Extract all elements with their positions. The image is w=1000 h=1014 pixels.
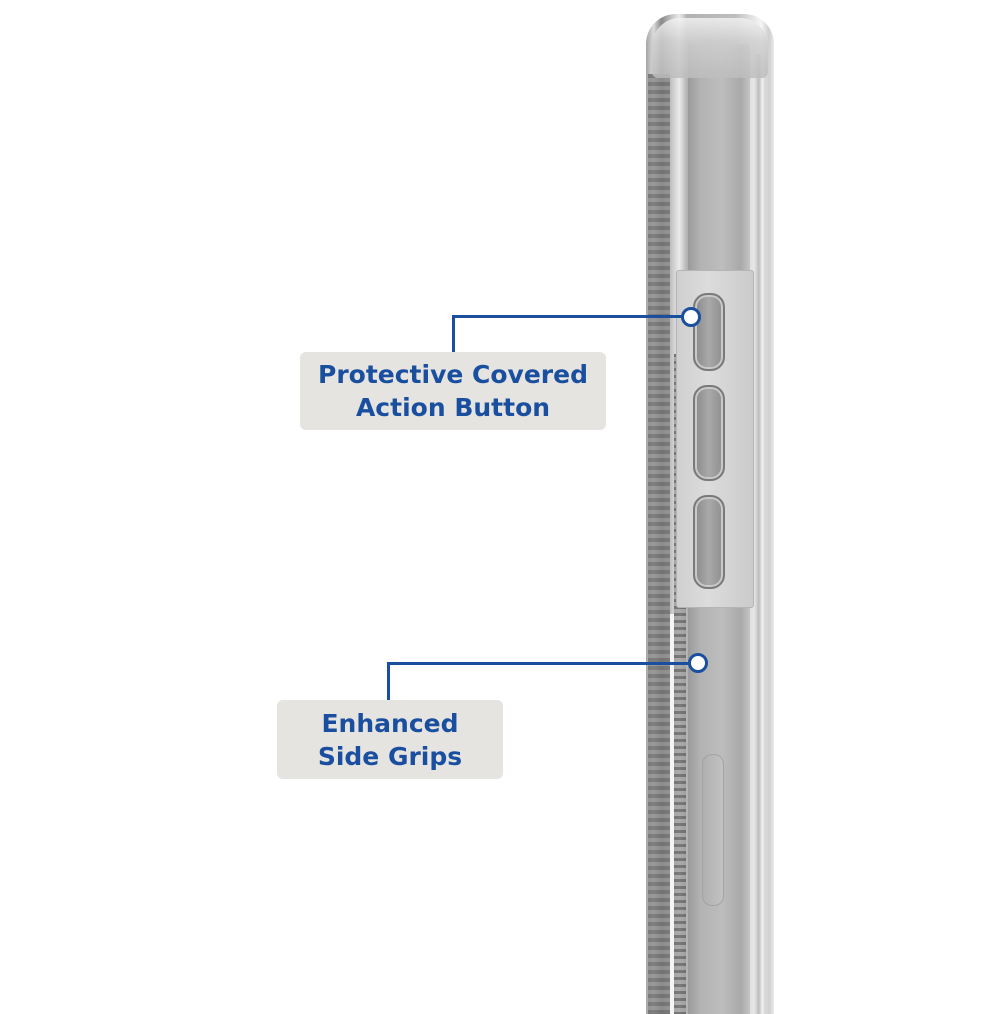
side-slot (702, 754, 724, 906)
side-grip-texture (648, 74, 670, 1014)
callout-label-side-grips: Enhanced Side Grips (277, 700, 503, 779)
callout-label-line: Enhanced (321, 708, 459, 738)
callout-label-line: Protective Covered (318, 360, 588, 389)
callout-label-line: Side Grips (317, 741, 463, 771)
callout-line-horizontal (452, 315, 684, 318)
callout-line-horizontal (387, 662, 691, 665)
callout-label-line: Action Button (355, 393, 551, 422)
phone-case-side-view (646, 14, 774, 1014)
button-cover-band (676, 270, 754, 608)
case-edge-highlight (670, 614, 674, 1014)
case-right-rail (754, 54, 766, 1014)
action-button-marker (681, 307, 701, 327)
callout-line-vertical (387, 662, 390, 702)
callout-label-action-button: Protective Covered Action Button (300, 352, 606, 430)
volume-up-button-cover (693, 385, 725, 481)
case-top-corner (652, 18, 768, 78)
callout-line-vertical (452, 315, 455, 353)
action-button-cover (693, 293, 725, 371)
volume-down-button-cover (693, 495, 725, 589)
side-grips-marker (688, 653, 708, 673)
